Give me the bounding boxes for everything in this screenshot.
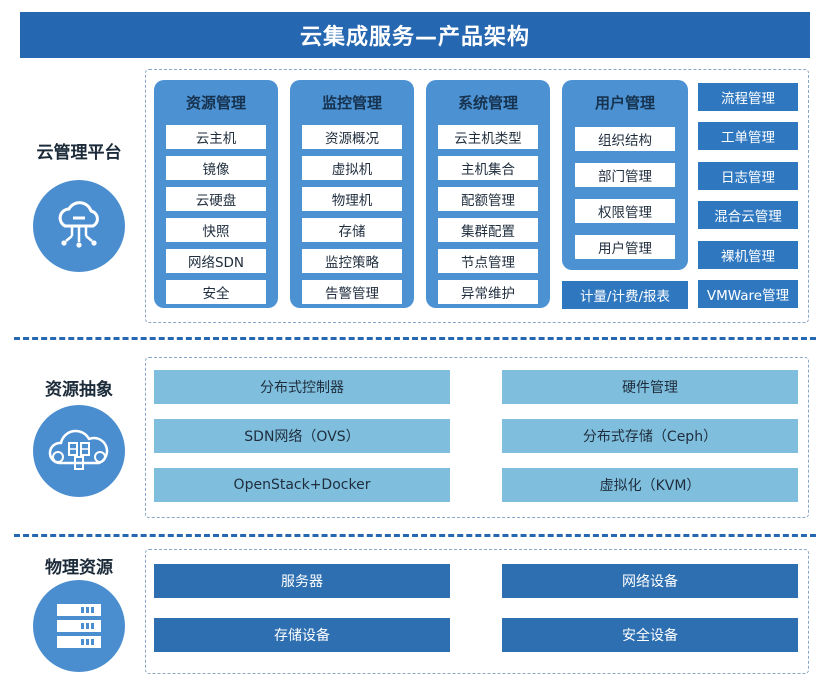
- item-permission-management[interactable]: 权限管理: [575, 199, 675, 223]
- network-device-block[interactable]: 网络设备: [502, 564, 798, 598]
- workflow-management-button[interactable]: 流程管理: [698, 83, 798, 111]
- item-cluster-config[interactable]: 集群配置: [438, 217, 538, 242]
- virtualization-kvm-block[interactable]: 虚拟化（KVM）: [502, 468, 798, 502]
- item-exception-maintenance[interactable]: 异常维护: [438, 279, 538, 304]
- item-physical-machine[interactable]: 物理机: [302, 186, 402, 211]
- resource-abstraction-box: [145, 357, 809, 518]
- item-vm-type[interactable]: 云主机类型: [438, 124, 538, 149]
- item-resource-overview[interactable]: 资源概况: [302, 124, 402, 149]
- hardware-management-block[interactable]: 硬件管理: [502, 370, 798, 404]
- item-alarm-management[interactable]: 告警管理: [302, 279, 402, 304]
- item-vm[interactable]: 云主机: [166, 124, 266, 149]
- storage-device-block[interactable]: 存储设备: [154, 618, 450, 652]
- column-resource-management: 资源管理 云主机 镜像 云硬盘 快照 网络SDN 安全: [154, 80, 278, 308]
- cloud-network-icon: [33, 180, 125, 272]
- vmware-management-button[interactable]: VMWare管理: [698, 280, 798, 308]
- item-node-management[interactable]: 节点管理: [438, 248, 538, 273]
- server-rack-icon: [33, 580, 125, 672]
- column-user-management: 用户管理 组织结构 部门管理 权限管理 用户管理: [562, 80, 688, 270]
- billing-button[interactable]: 计量/计费/报表: [562, 281, 688, 309]
- item-security[interactable]: 安全: [166, 279, 266, 304]
- item-quota-management[interactable]: 配额管理: [438, 186, 538, 211]
- column-title: 用户管理: [594, 94, 655, 112]
- physical-resources-box: [145, 549, 809, 674]
- cloud-platform-box: [145, 69, 809, 323]
- item-monitor-policy[interactable]: 监控策略: [302, 248, 402, 273]
- log-management-button[interactable]: 日志管理: [698, 162, 798, 190]
- column-title: 系统管理: [457, 94, 518, 112]
- item-storage[interactable]: 存储: [302, 217, 402, 242]
- layer-label-physical: 物理资源: [45, 558, 113, 578]
- item-user-management[interactable]: 用户管理: [575, 235, 675, 259]
- column-system-management: 系统管理 云主机类型 主机集合 配额管理 集群配置 节点管理 异常维护: [426, 80, 550, 308]
- column-title: 监控管理: [321, 94, 382, 112]
- security-device-block[interactable]: 安全设备: [502, 618, 798, 652]
- item-host-aggregate[interactable]: 主机集合: [438, 155, 538, 180]
- item-department-management[interactable]: 部门管理: [575, 163, 675, 187]
- ticket-management-button[interactable]: 工单管理: [698, 122, 798, 150]
- item-org-structure[interactable]: 组织结构: [575, 127, 675, 151]
- layer-label-cloud: 云管理平台: [36, 143, 122, 163]
- item-virtual-machine[interactable]: 虚拟机: [302, 155, 402, 180]
- hybrid-cloud-management-button[interactable]: 混合云管理: [698, 201, 798, 229]
- item-image[interactable]: 镜像: [166, 155, 266, 180]
- sdn-ovs-block[interactable]: SDN网络（OVS）: [154, 419, 450, 453]
- layer-separator: [14, 534, 816, 537]
- column-title: 资源管理: [185, 94, 246, 112]
- server-block[interactable]: 服务器: [154, 564, 450, 598]
- layer-label-abstract: 资源抽象: [45, 380, 113, 400]
- item-sdn[interactable]: 网络SDN: [166, 248, 266, 273]
- distributed-storage-ceph-block[interactable]: 分布式存储（Ceph）: [502, 419, 798, 453]
- bare-metal-management-button[interactable]: 裸机管理: [698, 241, 798, 269]
- item-snapshot[interactable]: 快照: [166, 217, 266, 242]
- layer-separator: [14, 337, 816, 340]
- item-disk[interactable]: 云硬盘: [166, 186, 266, 211]
- distributed-controller-block[interactable]: 分布式控制器: [154, 370, 450, 404]
- openstack-docker-block[interactable]: OpenStack+Docker: [154, 468, 450, 502]
- page-title: 云集成服务—产品架构: [20, 12, 810, 58]
- column-monitoring-management: 监控管理 资源概况 虚拟机 物理机 存储 监控策略 告警管理: [290, 80, 414, 308]
- cloud-database-icon: [33, 405, 125, 497]
